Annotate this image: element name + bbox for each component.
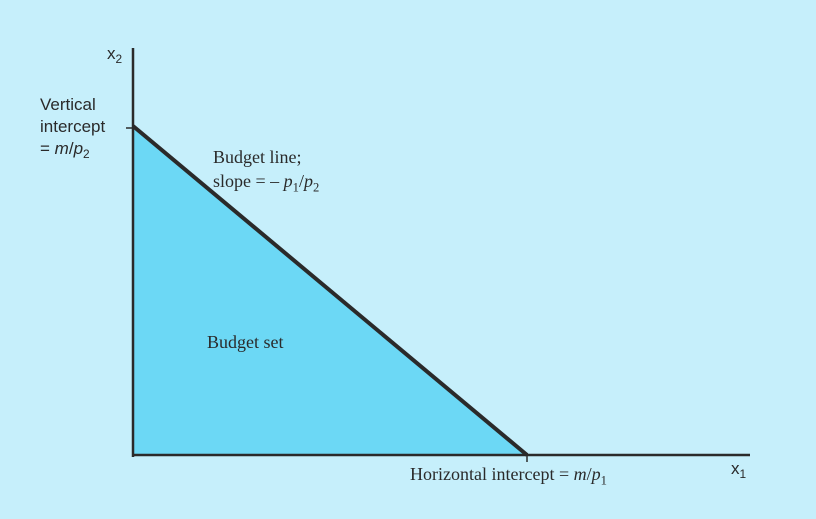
vertical-intercept-eq: = m/p2 xyxy=(40,139,90,162)
budget-line-title: Budget line; xyxy=(213,147,302,167)
budget-line-label: Budget line; slope = – p1/p2 xyxy=(213,145,320,195)
vertical-intercept-line1: Vertical xyxy=(40,95,96,114)
x-axis-sub: 1 xyxy=(739,467,747,482)
y-axis-label: x2 xyxy=(107,44,123,67)
x-axis-var: x xyxy=(731,459,740,478)
y-axis-sub: 2 xyxy=(115,52,123,67)
budget-set-label: Budget set xyxy=(207,332,284,352)
horizontal-intercept-label: Horizontal intercept = m/p1 xyxy=(410,464,607,488)
y-axis-var: x xyxy=(107,44,116,63)
vertical-intercept-line2: intercept xyxy=(40,117,106,136)
budget-line-slope: slope = – p1/p2 xyxy=(213,171,320,195)
vertical-intercept-label: Vertical intercept = m/p2 xyxy=(40,94,105,160)
budget-line xyxy=(131,124,529,457)
x-axis-label: x1 xyxy=(731,459,747,482)
